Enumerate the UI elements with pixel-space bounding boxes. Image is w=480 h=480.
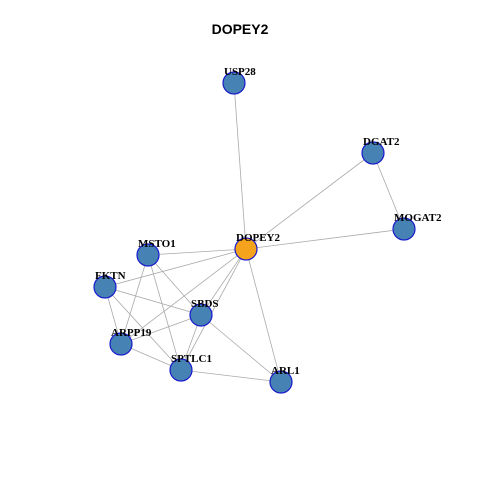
node-sptlc1[interactable] bbox=[169, 358, 193, 382]
node-label-fktn: FKTN bbox=[95, 270, 126, 282]
node-fktn[interactable] bbox=[93, 275, 117, 299]
node-label-arl1: ARL1 bbox=[271, 365, 300, 377]
node-sbds[interactable] bbox=[189, 303, 213, 327]
edge-msto1-arpp19 bbox=[120, 254, 149, 345]
edge-dopey2-arl1 bbox=[245, 248, 282, 383]
edge-msto1-sptlc1 bbox=[147, 254, 182, 371]
node-mogat2[interactable] bbox=[392, 217, 416, 241]
edge-fktn-sptlc1 bbox=[104, 286, 182, 371]
edge-dopey2-fktn bbox=[104, 248, 247, 288]
edge-dopey2-dgat2 bbox=[245, 152, 374, 250]
edge-fktn-sbds bbox=[104, 286, 202, 316]
node-label-dopey2: DOPEY2 bbox=[236, 232, 281, 244]
node-label-mogat2: MOGAT2 bbox=[394, 212, 442, 224]
edge-dgat2-mogat2 bbox=[372, 152, 405, 230]
edge-sbds-arl1 bbox=[200, 314, 282, 383]
edge-sbds-arpp19 bbox=[120, 314, 202, 345]
node-label-msto1: MSTO1 bbox=[138, 238, 176, 250]
node-label-dgat2: DGAT2 bbox=[363, 136, 400, 148]
edge-layer bbox=[104, 82, 405, 383]
node-dgat2[interactable] bbox=[361, 141, 385, 165]
node-layer bbox=[93, 71, 416, 394]
edge-dopey2-mogat2 bbox=[245, 228, 405, 250]
edge-dopey2-sbds bbox=[200, 248, 247, 316]
node-msto1[interactable] bbox=[136, 243, 160, 267]
edge-msto1-sbds bbox=[147, 254, 202, 316]
node-arpp19[interactable] bbox=[109, 332, 133, 356]
node-label-sbds: SBDS bbox=[191, 298, 219, 310]
edge-sptlc1-arl1 bbox=[180, 369, 282, 383]
node-usp28[interactable] bbox=[222, 71, 246, 95]
node-dopey2[interactable] bbox=[234, 237, 258, 261]
node-label-arpp19: ARPP19 bbox=[111, 327, 152, 339]
edge-dopey2-sptlc1 bbox=[180, 248, 247, 371]
node-label-usp28: USP28 bbox=[224, 66, 256, 78]
diagram-title: DOPEY2 bbox=[211, 21, 269, 37]
edge-dopey2-usp28 bbox=[233, 82, 247, 250]
node-arl1[interactable] bbox=[269, 370, 293, 394]
node-label-sptlc1: SPTLC1 bbox=[171, 353, 212, 365]
edge-dopey2-msto1 bbox=[147, 248, 247, 256]
edge-dopey2-arpp19 bbox=[120, 248, 247, 345]
